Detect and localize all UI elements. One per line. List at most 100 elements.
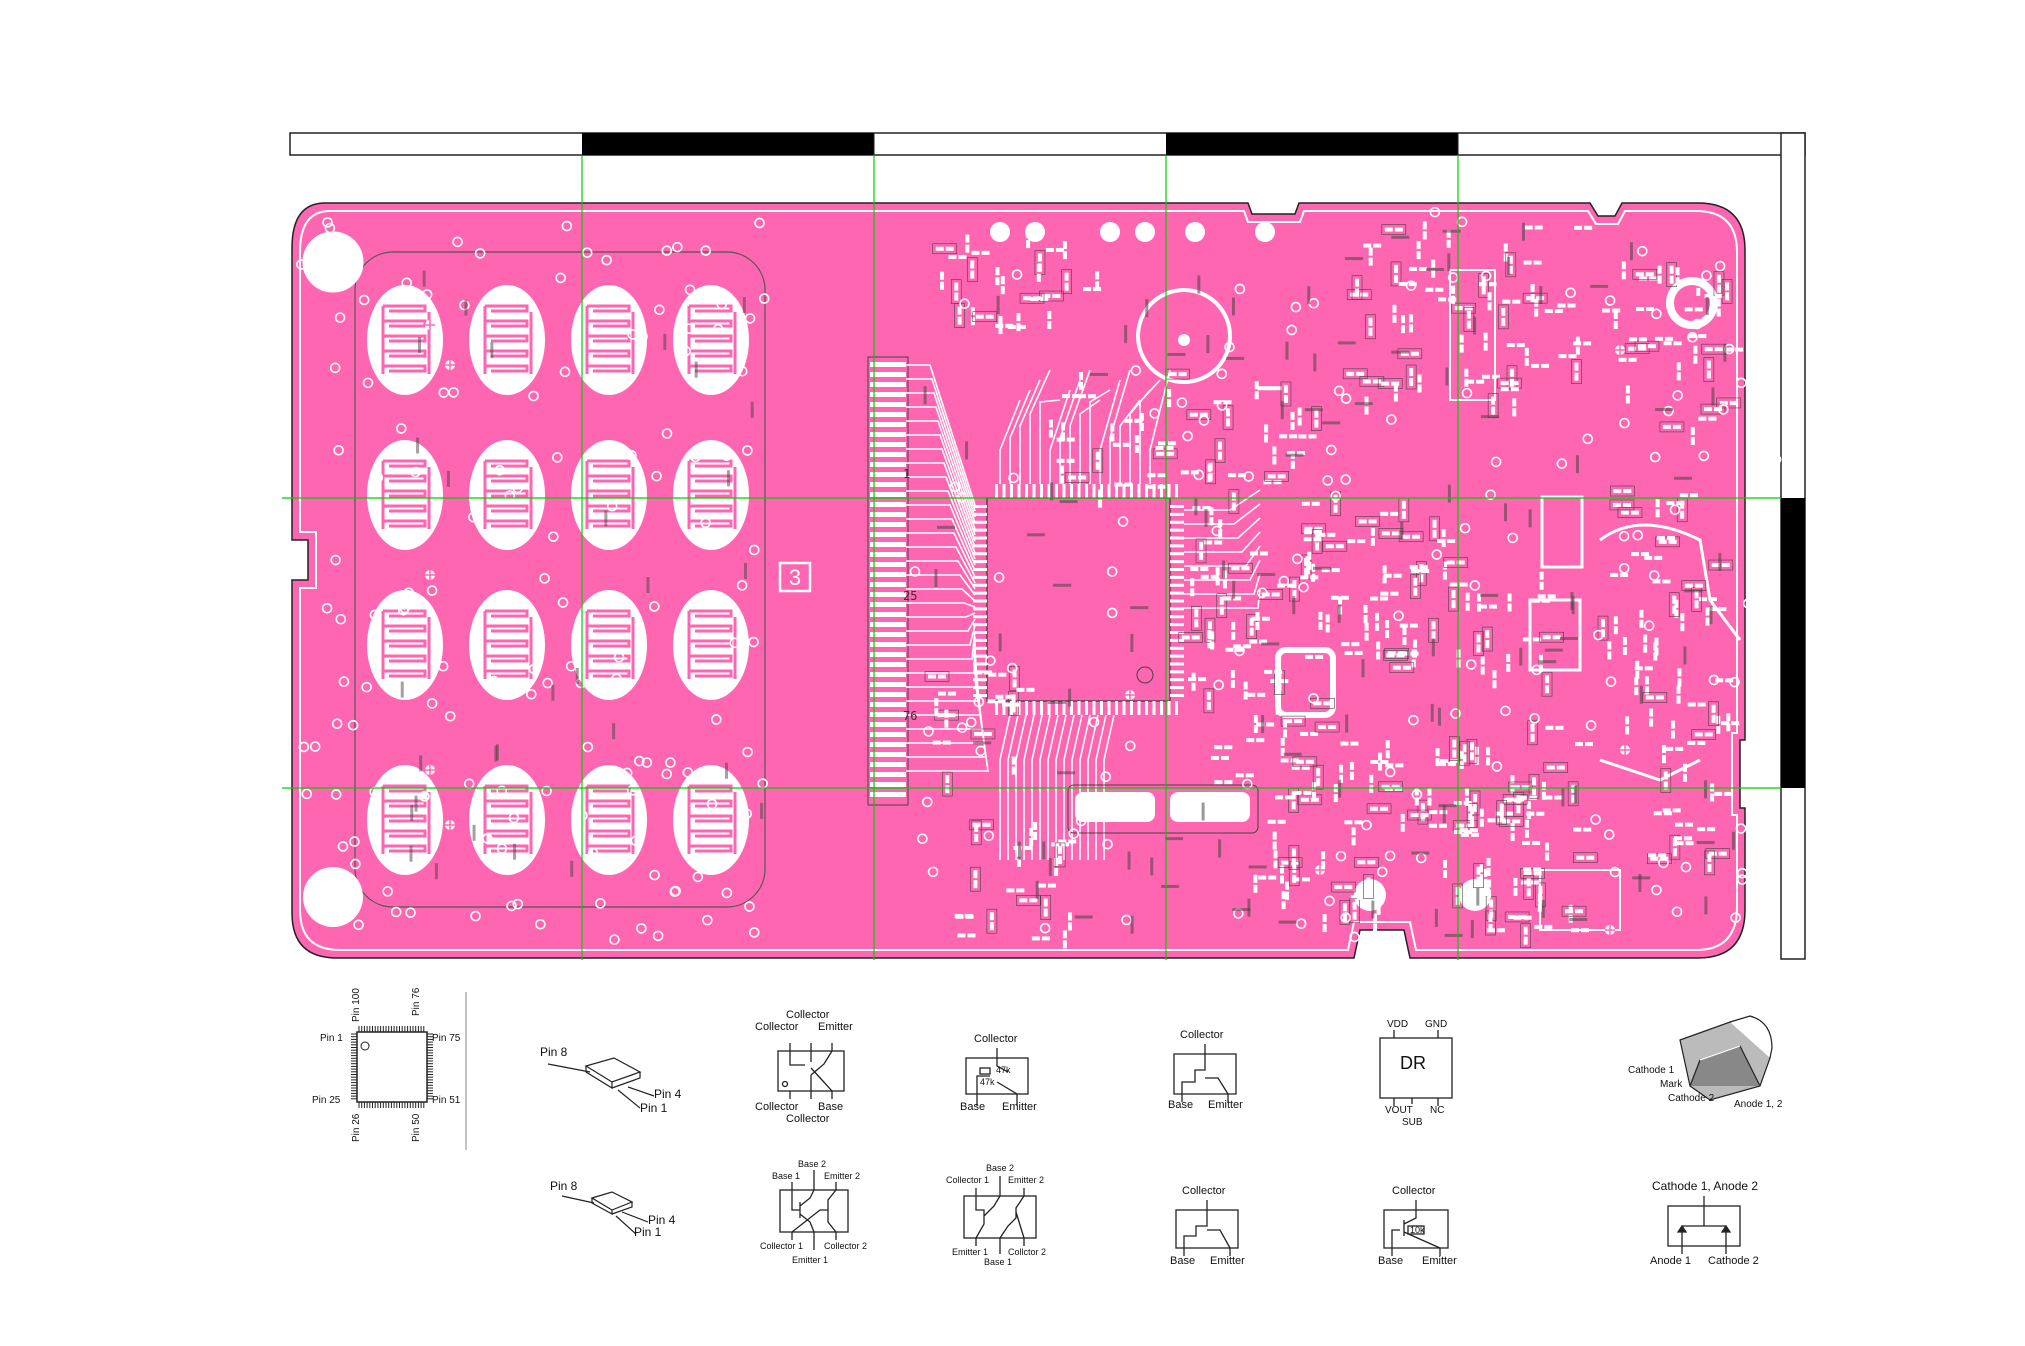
- silkscreen-marking: [1704, 896, 1708, 915]
- smd-pad: [1191, 635, 1200, 640]
- smd-pad: [1635, 272, 1644, 277]
- smd-pad: [1634, 677, 1639, 686]
- silkscreen-marking: [418, 337, 422, 354]
- smd-pad: [1513, 915, 1522, 920]
- smd-pad: [1368, 519, 1377, 524]
- smd-pad: [1363, 243, 1372, 248]
- smd-pad: [1370, 537, 1375, 546]
- connector-pin: [870, 552, 906, 557]
- smd-pad: [1376, 651, 1381, 660]
- sot23-transistor-a: [1173, 1044, 1237, 1102]
- smd-pad: [1083, 287, 1092, 292]
- smd-pad: [1612, 502, 1621, 507]
- smd-pad: [1249, 639, 1258, 644]
- key-contact-pattern: [587, 304, 631, 373]
- smd-pad: [1487, 292, 1492, 301]
- via: [452, 236, 463, 248]
- smd-pad: [1655, 509, 1660, 518]
- smd-pad: [1438, 297, 1447, 302]
- connector-pin: [870, 782, 906, 787]
- signal-trace: [1019, 379, 1041, 484]
- via: [1736, 874, 1748, 885]
- silkscreen-marking: [1519, 647, 1523, 666]
- via: [1755, 754, 1767, 765]
- connector-pin: [870, 432, 906, 437]
- smd-outline: [1496, 800, 1508, 825]
- ic-pin: [1017, 701, 1021, 715]
- smd-pad: [1191, 672, 1196, 681]
- key-contact-pattern: [485, 459, 529, 528]
- via: [633, 755, 645, 767]
- smd-pad: [1421, 569, 1430, 574]
- smd-pad: [1663, 811, 1672, 816]
- smd-pad: [1400, 823, 1405, 832]
- via: [1333, 385, 1345, 397]
- smd-pad: [1479, 874, 1484, 883]
- via: [369, 609, 381, 621]
- smd-pad: [1501, 307, 1506, 316]
- via: [654, 304, 665, 316]
- smd-pad: [1110, 433, 1115, 442]
- signal-trace: [906, 406, 976, 524]
- smd-pad: [1231, 502, 1236, 511]
- via: [741, 808, 753, 820]
- smd-pad: [1557, 303, 1566, 308]
- smd-pad: [1663, 341, 1672, 346]
- smd-outline: [1502, 794, 1528, 805]
- smd-outline: [1498, 816, 1524, 827]
- smd-outline: [1520, 923, 1531, 949]
- smd-pad: [1487, 818, 1496, 823]
- via: [298, 741, 310, 753]
- ic-pin: [1170, 638, 1184, 642]
- smd-pad: [1315, 542, 1320, 551]
- via: [1234, 645, 1245, 657]
- via: [324, 222, 336, 234]
- via: [1100, 771, 1112, 782]
- smd-pad: [1364, 622, 1369, 631]
- signal-trace: [1039, 714, 1051, 860]
- via: [1193, 469, 1205, 481]
- smd-pad: [1683, 836, 1692, 841]
- smd-pad: [1565, 909, 1574, 914]
- via: [1735, 377, 1747, 389]
- via: [670, 885, 681, 897]
- smd-pad: [1315, 532, 1320, 541]
- smd-pad: [1390, 511, 1399, 516]
- via: [700, 517, 711, 529]
- smd-pad: [1191, 682, 1196, 691]
- smd-outline: [1009, 666, 1020, 691]
- smd-pad: [948, 691, 957, 696]
- smd-pad: [1302, 877, 1311, 882]
- smd-pad: [1031, 936, 1040, 941]
- key-contact-pattern: [383, 609, 427, 678]
- smd-pad: [1454, 306, 1463, 311]
- smd-pad: [1056, 458, 1065, 463]
- smd-pad: [1655, 499, 1660, 508]
- sop-pin-label: Pin 4: [648, 1213, 676, 1227]
- smd-pad: [1291, 765, 1300, 770]
- silkscreen-marking: [1442, 229, 1461, 233]
- smd-pad: [1402, 637, 1407, 646]
- smd-outline: [1527, 720, 1538, 746]
- via: [410, 466, 421, 478]
- smd-pad: [1218, 519, 1223, 528]
- smd-pad: [1613, 616, 1618, 625]
- smd-pad: [1621, 271, 1626, 280]
- smd-pad: [944, 719, 949, 728]
- smd-pad: [1253, 724, 1258, 733]
- smd-outline: [1314, 721, 1340, 733]
- qfp-pin-label: Pin 26: [351, 1113, 362, 1142]
- silkscreen-marking: [1718, 553, 1722, 572]
- connector-pin: [870, 382, 906, 387]
- smd-pad: [1062, 251, 1067, 260]
- smd-pad: [1431, 621, 1436, 630]
- smd-pad: [1156, 451, 1165, 456]
- signal-trace: [1055, 714, 1067, 860]
- signal-trace: [906, 448, 976, 542]
- signal-trace: [906, 630, 976, 660]
- smd-pad: [1531, 363, 1540, 368]
- ic-pin: [1070, 484, 1073, 498]
- ic-pin: [1070, 701, 1073, 715]
- smd-outline: [1703, 357, 1715, 382]
- via: [1770, 454, 1782, 465]
